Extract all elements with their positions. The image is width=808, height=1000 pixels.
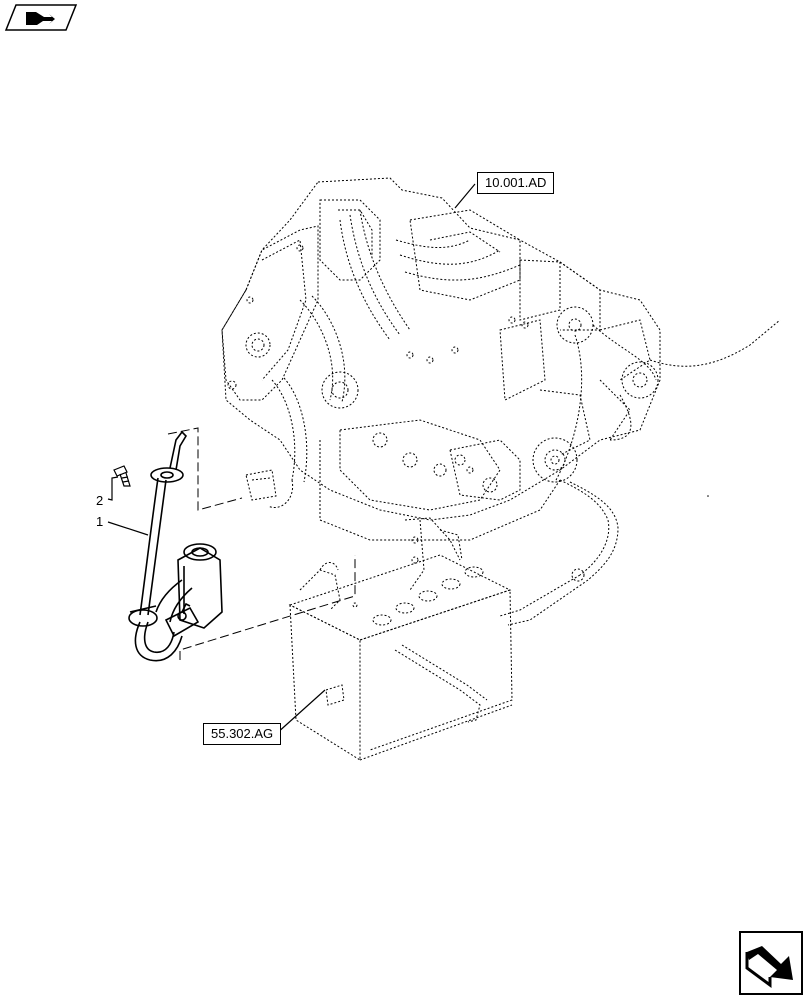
leader-lines xyxy=(107,183,476,735)
callout-item-1: 1 xyxy=(96,514,104,529)
engine-reference-box[interactable]: 10.001.AD xyxy=(477,172,555,194)
assembly-lines xyxy=(167,427,356,660)
battery-reference-box[interactable]: 55.302.AG xyxy=(203,723,282,745)
callout-item-2: 2 xyxy=(96,493,104,508)
battery xyxy=(288,554,513,761)
stray-mark xyxy=(707,495,709,497)
bolt-part xyxy=(113,465,131,487)
battery-cable-part xyxy=(128,430,223,662)
engine-harness-cable xyxy=(499,319,781,626)
engine-assembly xyxy=(221,177,661,591)
